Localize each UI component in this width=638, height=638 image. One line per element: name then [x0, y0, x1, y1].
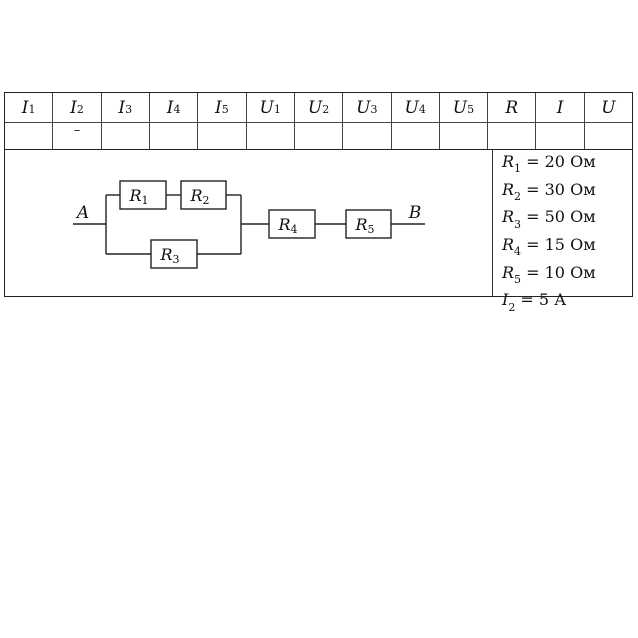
given-values: R1 = 20 Ом R2 = 30 Ом R3 = 50 Ом R4 = 15… — [502, 151, 632, 317]
column-header: U — [584, 93, 633, 123]
answer-cell[interactable] — [536, 123, 583, 149]
given-r3: R3 = 50 Ом — [502, 207, 596, 231]
answer-cell[interactable] — [150, 123, 197, 149]
vertical-divider — [492, 150, 493, 296]
resistor-r4-label: R4 — [277, 215, 297, 236]
resistor-r2-label: R2 — [189, 186, 209, 207]
resistor-r3-label: R3 — [159, 245, 179, 266]
answer-cell[interactable] — [295, 123, 342, 149]
resistor-r4 — [268, 209, 316, 239]
resistor-r1 — [119, 180, 167, 210]
answer-cell[interactable]: – — [73, 123, 81, 138]
column-header: I — [536, 93, 584, 123]
table-column: U — [584, 93, 633, 149]
table-column: R — [488, 93, 537, 149]
answer-cell[interactable] — [343, 123, 390, 149]
resistor-r3 — [150, 239, 198, 269]
node-a-label: A — [75, 203, 89, 223]
answer-cell[interactable] — [440, 123, 487, 149]
circuit-wires — [73, 194, 425, 255]
given-r5: R5 = 10 Ом — [502, 262, 596, 286]
given-r1: R1 = 20 Ом — [502, 152, 596, 176]
resistor-r2 — [180, 180, 227, 210]
circuit-diagram: R1 R2 R3 R4 R5 A B — [73, 180, 425, 269]
node-b-label: B — [408, 203, 422, 223]
problem-body: R1 R2 R3 R4 R5 A B R1 = 20 Ом R2 = 30 Ом… — [4, 150, 633, 314]
given-i2: I2 = 5 А — [502, 290, 567, 314]
given-r2: R2 = 30 Ом — [502, 179, 596, 203]
given-r4: R4 = 15 Ом — [502, 235, 596, 259]
answer-cell[interactable] — [392, 123, 439, 149]
answer-cell[interactable] — [247, 123, 294, 149]
resistor-r5-label: R5 — [354, 215, 374, 236]
answer-cell[interactable] — [585, 123, 632, 149]
resistor-r1-label: R1 — [128, 186, 148, 207]
answer-cell[interactable] — [198, 123, 245, 149]
table-column: I — [536, 93, 585, 149]
resistor-r5 — [345, 209, 392, 239]
column-header: R — [488, 93, 536, 123]
answer-cell[interactable] — [5, 123, 52, 149]
answer-cell[interactable] — [102, 123, 149, 149]
answer-cell[interactable] — [488, 123, 535, 149]
